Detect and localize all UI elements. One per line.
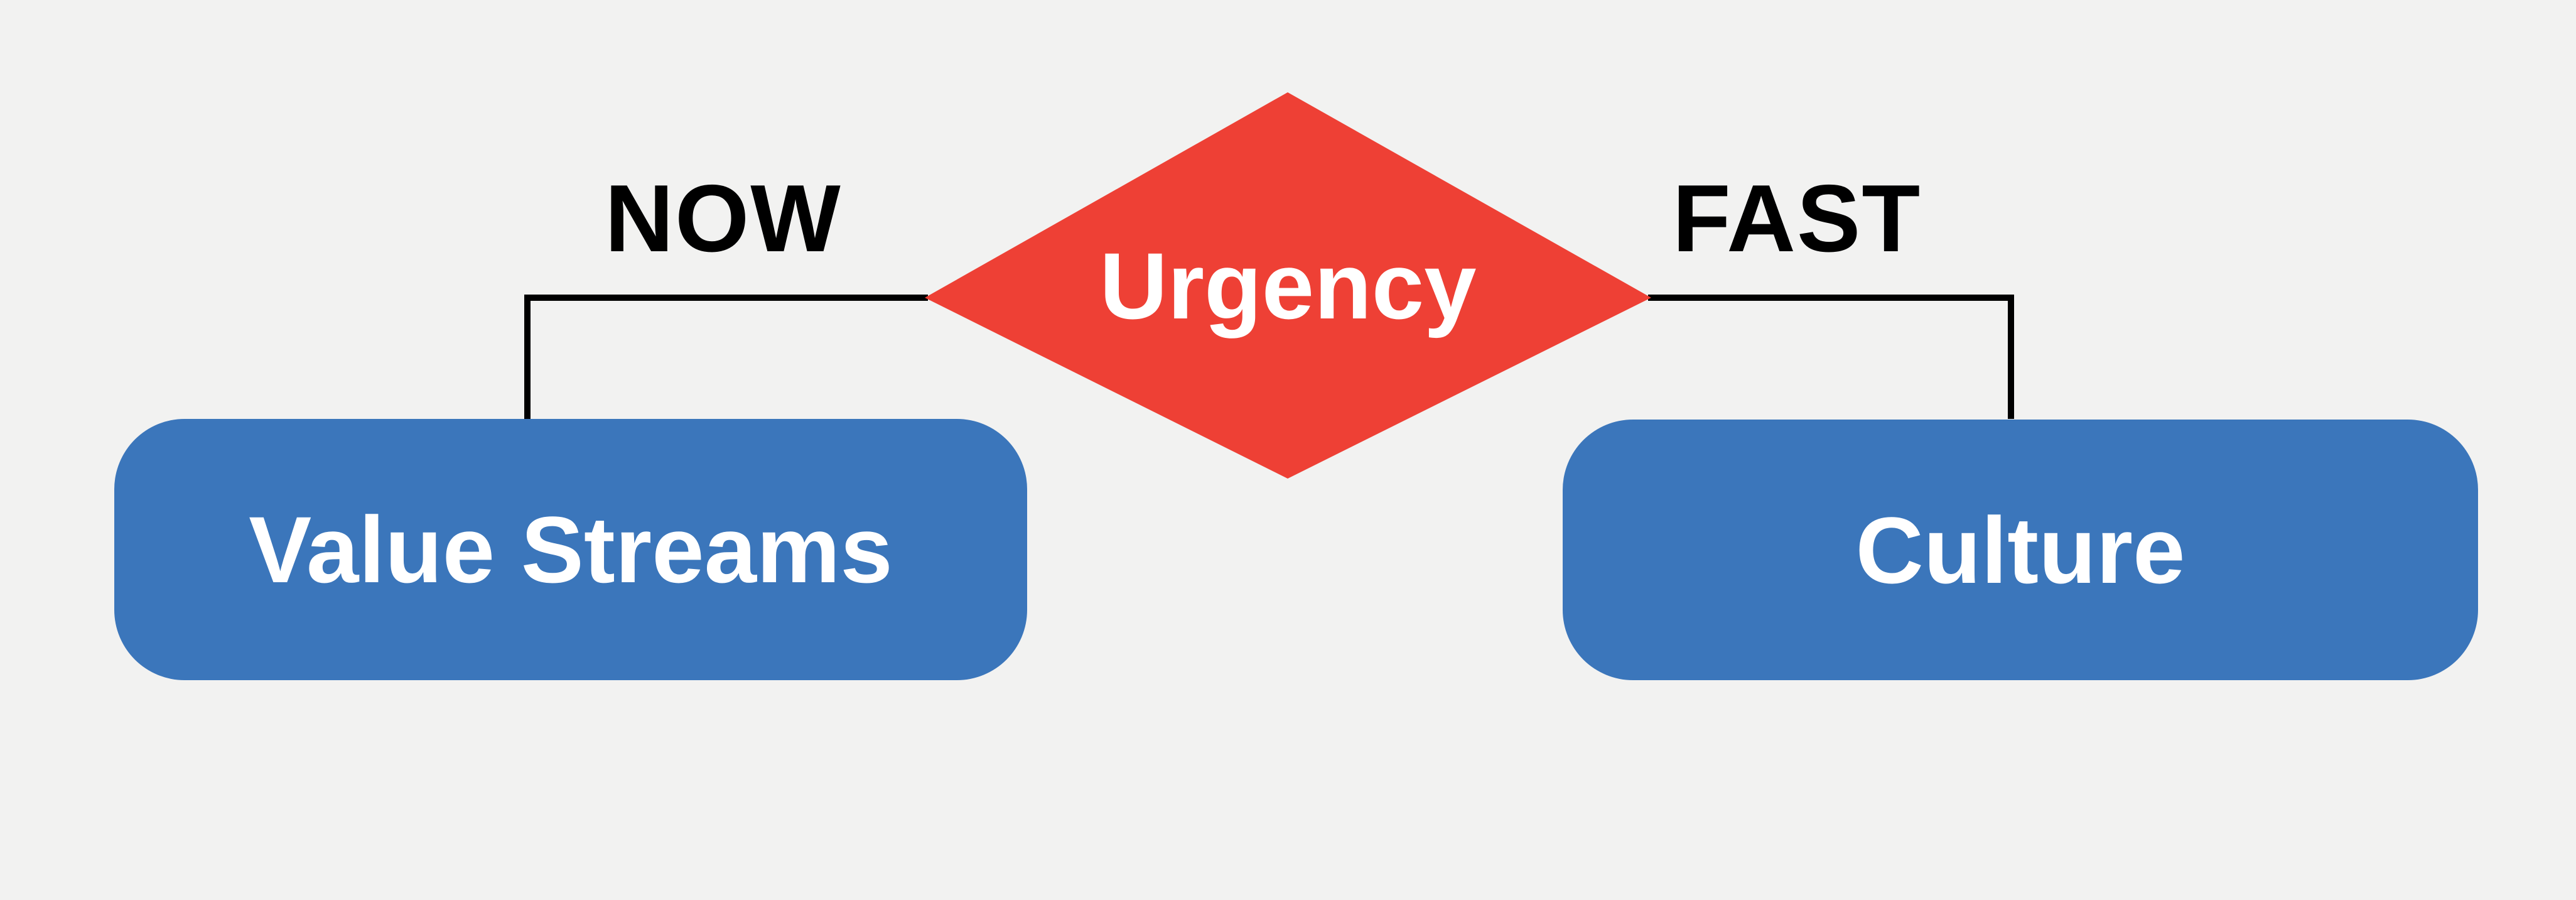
connector-left-elbow [524, 295, 928, 419]
node-culture: Culture [1563, 420, 2478, 680]
urgency-diamond-shape [925, 92, 1651, 479]
branch-label-fast: FAST [1672, 165, 1922, 272]
branch-label-now: NOW [605, 165, 842, 272]
connector-right-elbow [1648, 295, 2014, 419]
node-value-streams-label: Value Streams [249, 497, 893, 602]
node-value-streams: Value Streams [114, 419, 1027, 680]
node-culture-label: Culture [1855, 497, 2185, 603]
